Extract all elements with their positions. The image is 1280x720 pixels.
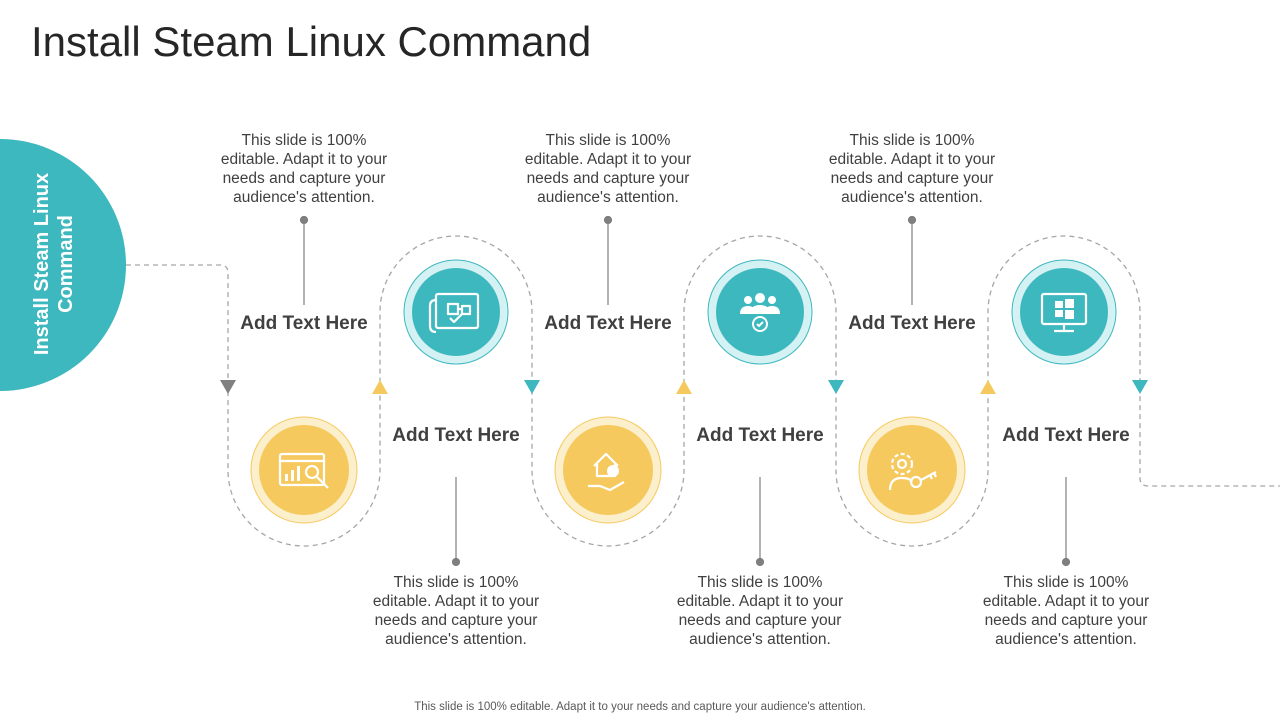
side-banner	[0, 139, 126, 391]
arrow-up-icon	[980, 380, 996, 394]
step-1-badge	[250, 416, 358, 524]
step-3-description: This slide is 100% editable. Adapt it to…	[524, 132, 692, 206]
side-banner-label: Install Steam Linux Command	[31, 172, 77, 356]
step-6-description: This slide is 100% editable. Adapt it to…	[982, 574, 1150, 648]
connector-arrows	[220, 380, 1148, 394]
home-finance-icon	[588, 452, 625, 492]
step-5-heading: Add Text Here	[848, 313, 976, 334]
team-target-icon	[740, 293, 780, 332]
step-4-description: This slide is 100% editable. Adapt it to…	[676, 574, 844, 648]
page-title: Install Steam Linux Command	[31, 18, 592, 65]
arrow-up-icon	[676, 380, 692, 394]
arrow-down-icon	[828, 380, 844, 394]
step-4-heading: Add Text Here	[696, 425, 824, 446]
step-5-badge	[858, 416, 966, 524]
step-2-badge	[403, 259, 509, 365]
step-1-heading: Add Text Here	[240, 313, 368, 334]
step-5-description: This slide is 100% editable. Adapt it to…	[828, 132, 996, 206]
step-2-description: This slide is 100% editable. Adapt it to…	[372, 574, 540, 648]
step-3-badge	[554, 416, 662, 524]
step-6-badge	[1011, 259, 1117, 365]
arrow-down-icon	[1132, 380, 1148, 394]
step-2-heading: Add Text Here	[392, 425, 520, 446]
dashboard-icon	[278, 452, 329, 489]
settings-key-icon	[888, 452, 937, 491]
step-1-description: This slide is 100% editable. Adapt it to…	[220, 132, 388, 206]
footer-note: This slide is 100% editable. Adapt it to…	[414, 701, 866, 713]
windows-monitor-icon	[1040, 292, 1088, 333]
pointer-lines	[299, 215, 1071, 567]
step-3-heading: Add Text Here	[544, 313, 672, 334]
arrow-down-icon	[524, 380, 540, 394]
arrow-up-icon	[372, 380, 388, 394]
arrow-down-icon	[220, 380, 236, 394]
step-4-badge	[707, 259, 813, 365]
step-6-heading: Add Text Here	[1002, 425, 1130, 446]
blueprint-icon	[428, 292, 480, 334]
